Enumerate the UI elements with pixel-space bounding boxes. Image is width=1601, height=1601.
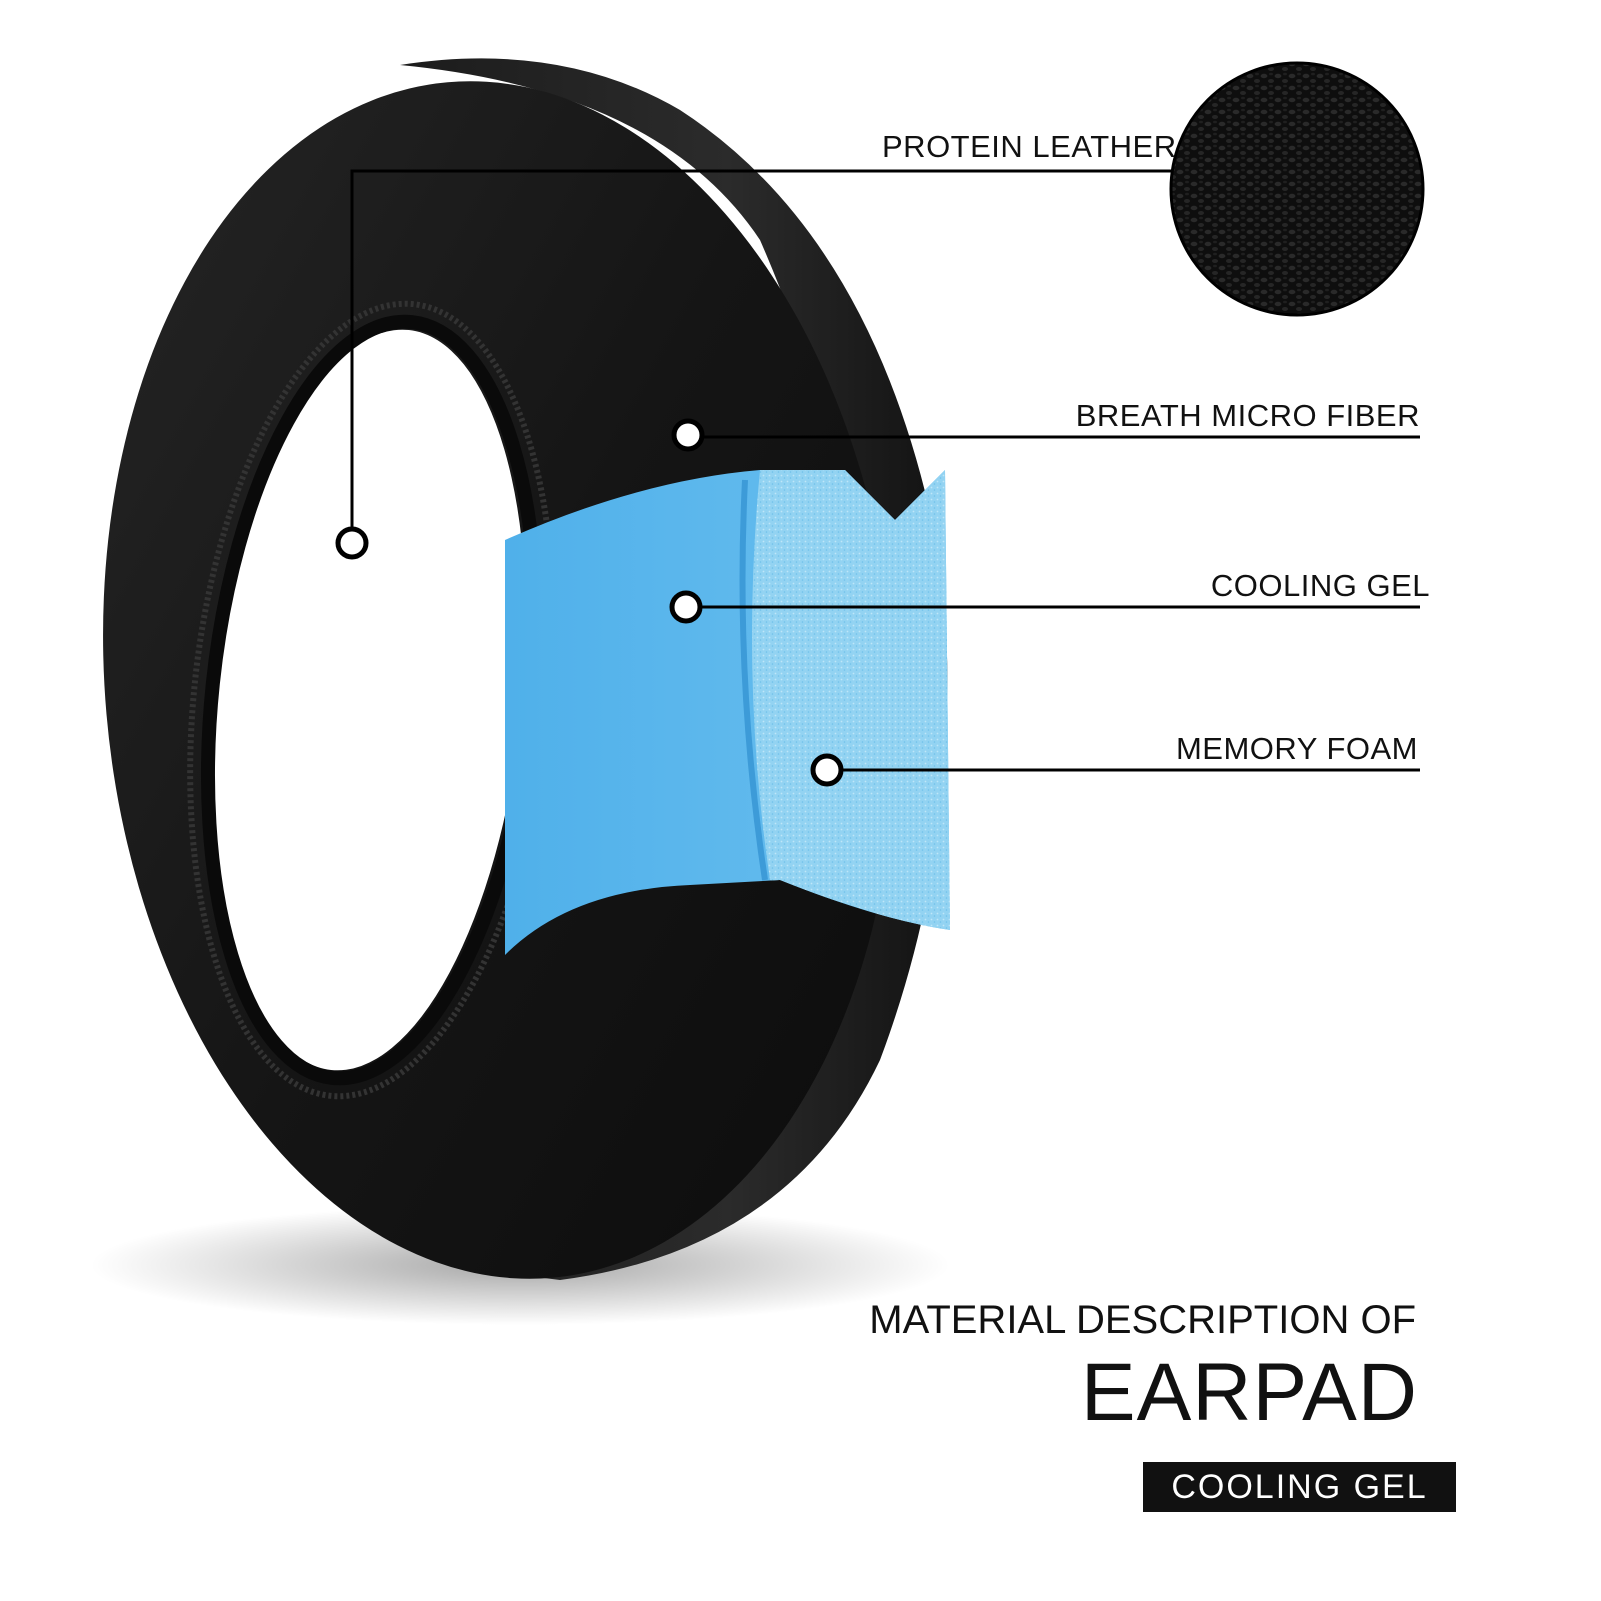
dot-protein-leather (335, 526, 369, 560)
earpad-face (103, 81, 897, 1279)
layer-seam (739, 479, 768, 881)
cutaway-section (505, 470, 950, 955)
label-protein-leather: PROTEIN LEATHER (882, 129, 1177, 164)
label-cooling-gel: COOLING GEL (1210, 568, 1430, 603)
title-line-2: EARPAD (1080, 1347, 1418, 1438)
dot-micro-fiber (671, 418, 705, 452)
leather-swatch-outline (1169, 61, 1425, 317)
memory-foam-layer (752, 470, 950, 940)
leader-lines (350, 169, 1420, 772)
leather-swatch (1171, 63, 1423, 315)
dot-memory-foam (810, 753, 844, 787)
label-breath-micro-fiber: BREATH MICRO FIBER (1075, 398, 1420, 433)
title-badge: COOLING GEL (1143, 1462, 1456, 1512)
dot-cooling-gel (669, 590, 703, 624)
leader-protein-leather (350, 169, 1171, 543)
callout-dots (335, 418, 844, 787)
title-line-1: MATERIAL DESCRIPTION OF (869, 1298, 1416, 1342)
label-memory-foam: MEMORY FOAM (1175, 731, 1418, 766)
